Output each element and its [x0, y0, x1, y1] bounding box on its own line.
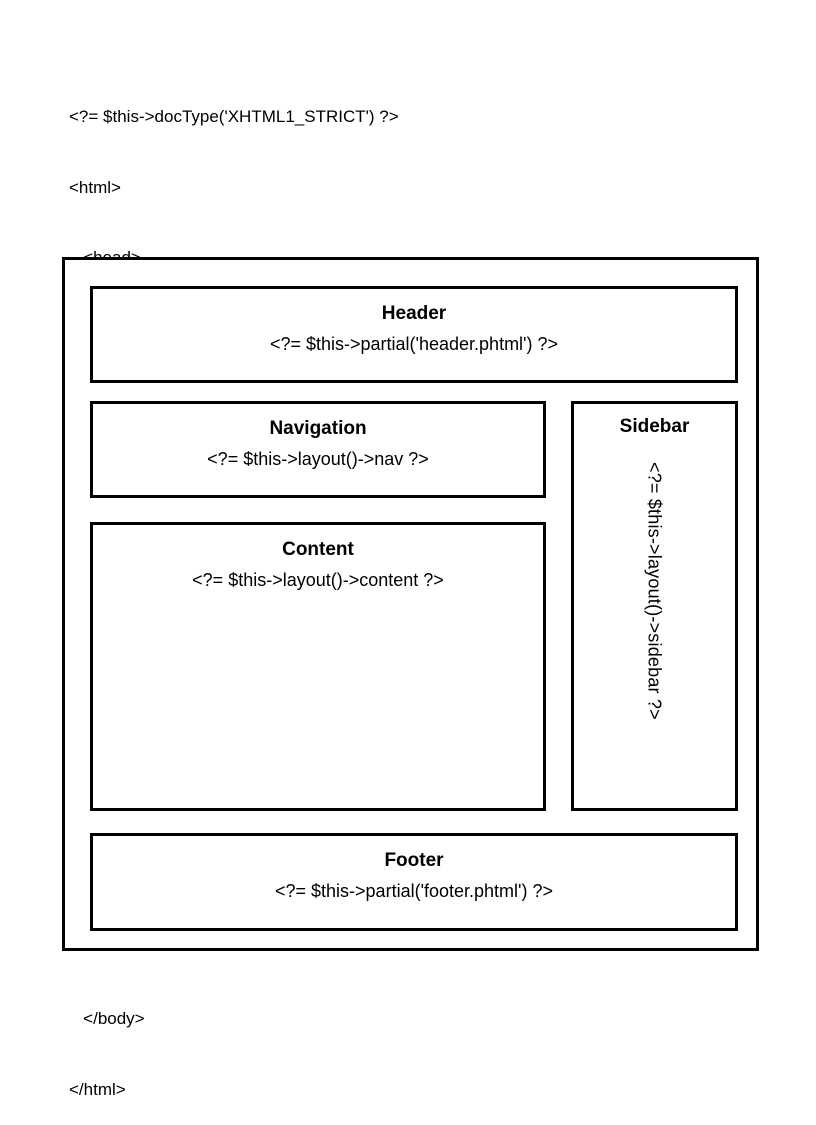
content-box-title: Content [282, 539, 354, 560]
code-line: <html> [69, 177, 121, 197]
layout-diagram-frame: Header <?= $this->partial('header.phtml'… [62, 257, 759, 951]
diagram-box-sidebar: Sidebar <?= $this->layout()->sidebar ?> [571, 401, 738, 811]
diagram-box-header: Header <?= $this->partial('header.phtml'… [90, 286, 738, 383]
code-line: </html> [69, 1079, 126, 1099]
code-line: </body> [69, 1009, 145, 1028]
content-box-code: <?= $this->layout()->content ?> [192, 570, 444, 590]
header-box-code: <?= $this->partial('header.phtml') ?> [269, 334, 559, 354]
code-listing-bottom: </body> </html> [0, 960, 816, 1125]
diagram-box-footer: Footer <?= $this->partial('footer.phtml'… [90, 833, 738, 931]
header-box-title: Header [381, 303, 447, 324]
diagram-box-content: Content <?= $this->layout()->content ?> [90, 522, 546, 811]
footer-box-title: Footer [384, 850, 444, 871]
footer-box-code: <?= $this->partial('footer.phtml') ?> [274, 881, 554, 901]
navigation-box-title: Navigation [269, 418, 367, 439]
navigation-box-code: <?= $this->layout()->nav ?> [207, 449, 429, 469]
code-line: <?= $this->docType('XHTML1_STRICT') ?> [69, 107, 399, 126]
diagram-box-navigation: Navigation <?= $this->layout()->nav ?> [90, 401, 546, 498]
sidebar-box-title: Sidebar [619, 416, 690, 437]
sidebar-vertical-code-wrap: <?= $this->layout()->sidebar ?> [574, 462, 735, 804]
sidebar-box-code: <?= $this->layout()->sidebar ?> [644, 462, 665, 720]
